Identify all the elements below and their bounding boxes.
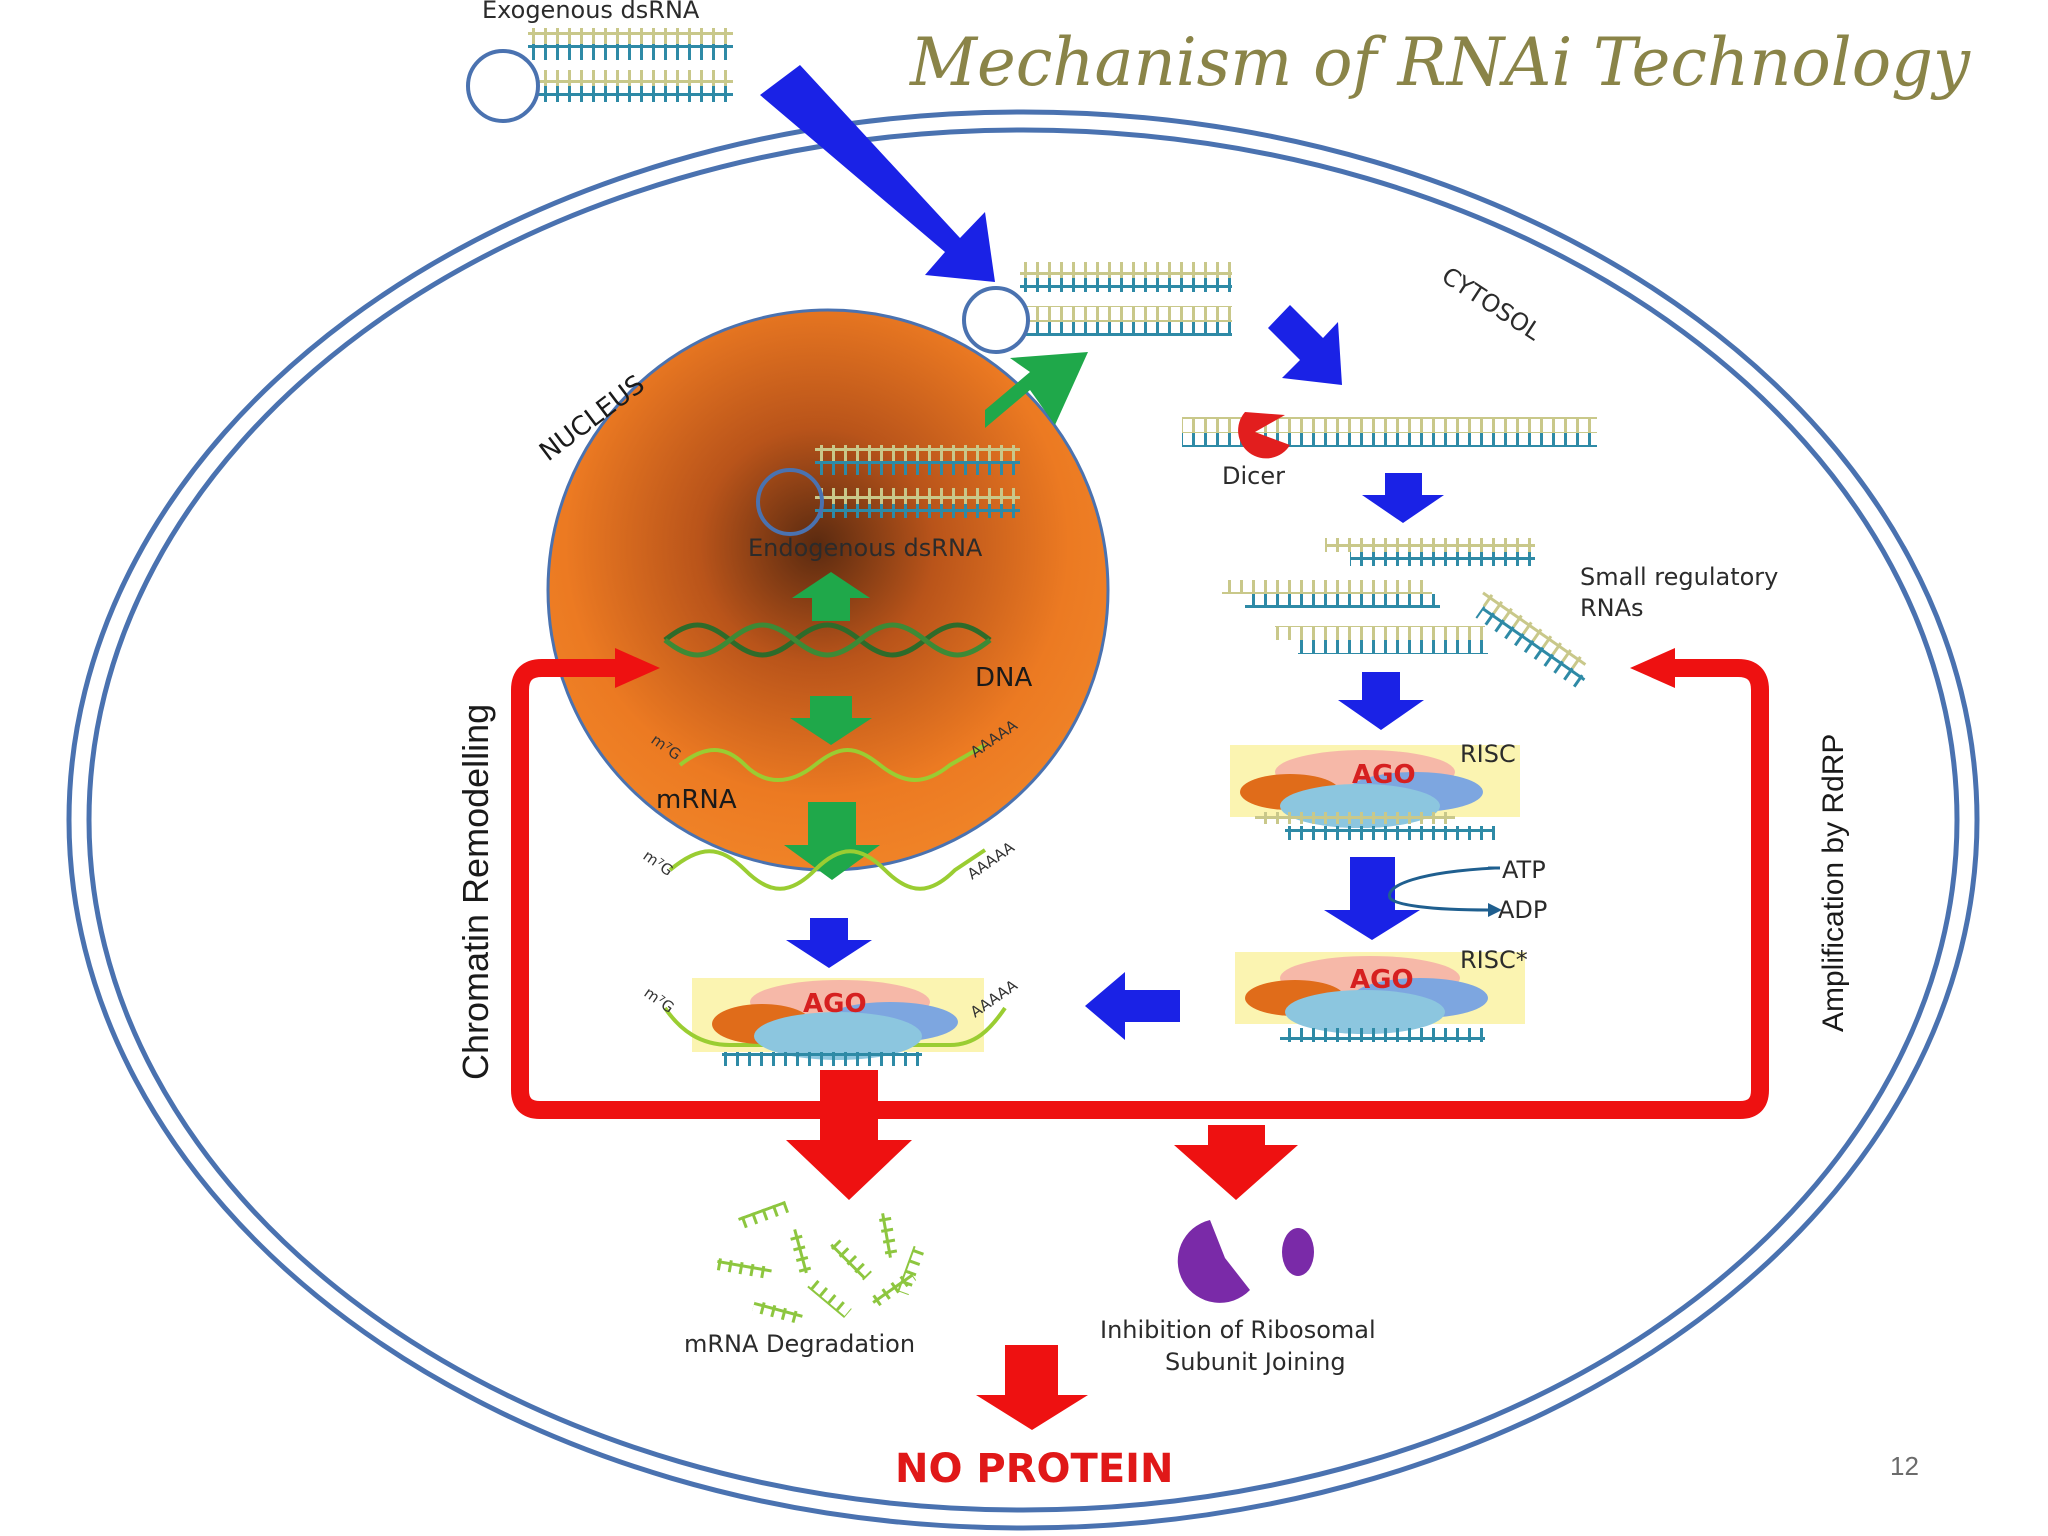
transcription-down-arrow <box>790 696 872 745</box>
nuclear-mrna-label: mRNA <box>656 785 737 815</box>
no-protein-arrow <box>976 1345 1088 1430</box>
slide-number: 12 <box>1890 1451 1919 1481</box>
ago-mrna-complex: AGO m⁷G AAAAA <box>641 976 1021 1066</box>
amplification-arrowhead <box>1630 648 1675 688</box>
export-arrow <box>985 352 1088 428</box>
entry-arrow <box>760 65 995 282</box>
ribosome-inhibition-arrow <box>1174 1125 1298 1200</box>
risc-complex: AGO RISC <box>1230 740 1520 840</box>
exogenous-dsrna-hairpin: Exogenous dsRNA <box>466 0 733 123</box>
atp-activation: ATP ADP <box>1324 856 1547 940</box>
degradation-arrow <box>786 1070 912 1200</box>
red-feedback-loops <box>511 659 1769 1119</box>
mrna-degradation-label: mRNA Degradation <box>684 1330 915 1358</box>
mrna-to-ago-arrow <box>786 918 872 968</box>
endogenous-dsrna-label: Endogenous dsRNA <box>748 534 983 562</box>
ago-mrna-label: AGO <box>803 989 867 1019</box>
atp-label: ATP <box>1502 856 1546 884</box>
transcription-up-arrow <box>792 572 870 621</box>
amplification-label: Amplification by RdRP <box>1817 734 1850 1032</box>
chromatin-remodelling-label: Chromatin Remodelling <box>455 704 496 1080</box>
ribosome-subunits: Inhibition of Ribosomal Subunit Joining <box>1100 1220 1376 1376</box>
to-dicer-arrow <box>1268 305 1342 385</box>
no-protein-label: NO PROTEIN <box>895 1446 1174 1492</box>
ago-mrna-cap: m⁷G <box>641 984 678 1017</box>
risc-active-label: RISC* <box>1460 946 1528 974</box>
cytosol-dsrna-hairpin <box>962 262 1232 354</box>
ribosome-label-line2: Subunit Joining <box>1165 1348 1346 1376</box>
srna-to-risc-arrow <box>1338 672 1424 730</box>
risc-ago-label: AGO <box>1352 760 1416 790</box>
dna-label: DNA <box>975 663 1032 693</box>
chromatin-arrowhead <box>615 648 660 688</box>
risc-to-target-arrow <box>1085 972 1180 1040</box>
small-regulatory-rnas: Small regulatory RNAs <box>1222 538 1778 690</box>
dicer-label: Dicer <box>1222 462 1285 490</box>
risc-active-complex: AGO RISC* <box>1235 946 1528 1042</box>
adp-label: ADP <box>1498 896 1547 924</box>
exogenous-dsrna-label: Exogenous dsRNA <box>482 0 700 24</box>
cytosol-label: CYTOSOL <box>1437 262 1547 347</box>
ribosome-label-line1: Inhibition of Ribosomal <box>1100 1316 1376 1344</box>
cell-membrane <box>66 109 1980 1531</box>
mrna-fragments: mRNA Degradation <box>684 1200 926 1358</box>
risc-active-ago-label: AGO <box>1350 965 1414 995</box>
endogenous-dsrna-hairpin: Endogenous dsRNA <box>748 445 1020 562</box>
risc-label: RISC <box>1460 740 1516 768</box>
dna-helix: DNA <box>663 622 1032 693</box>
export-mrna-arrow <box>784 802 880 880</box>
risc-activation-arrow <box>1324 857 1420 940</box>
small-rnas-label-line1: Small regulatory <box>1580 563 1778 591</box>
slide-title: Mechanism of RNAi Technology <box>909 24 1971 101</box>
cyto-mrna-cap: m⁷G <box>640 847 677 880</box>
dicer-to-srna-arrow <box>1362 473 1444 523</box>
dicer-step: Dicer <box>1182 412 1597 490</box>
small-rnas-label-line2: RNAs <box>1580 594 1644 622</box>
